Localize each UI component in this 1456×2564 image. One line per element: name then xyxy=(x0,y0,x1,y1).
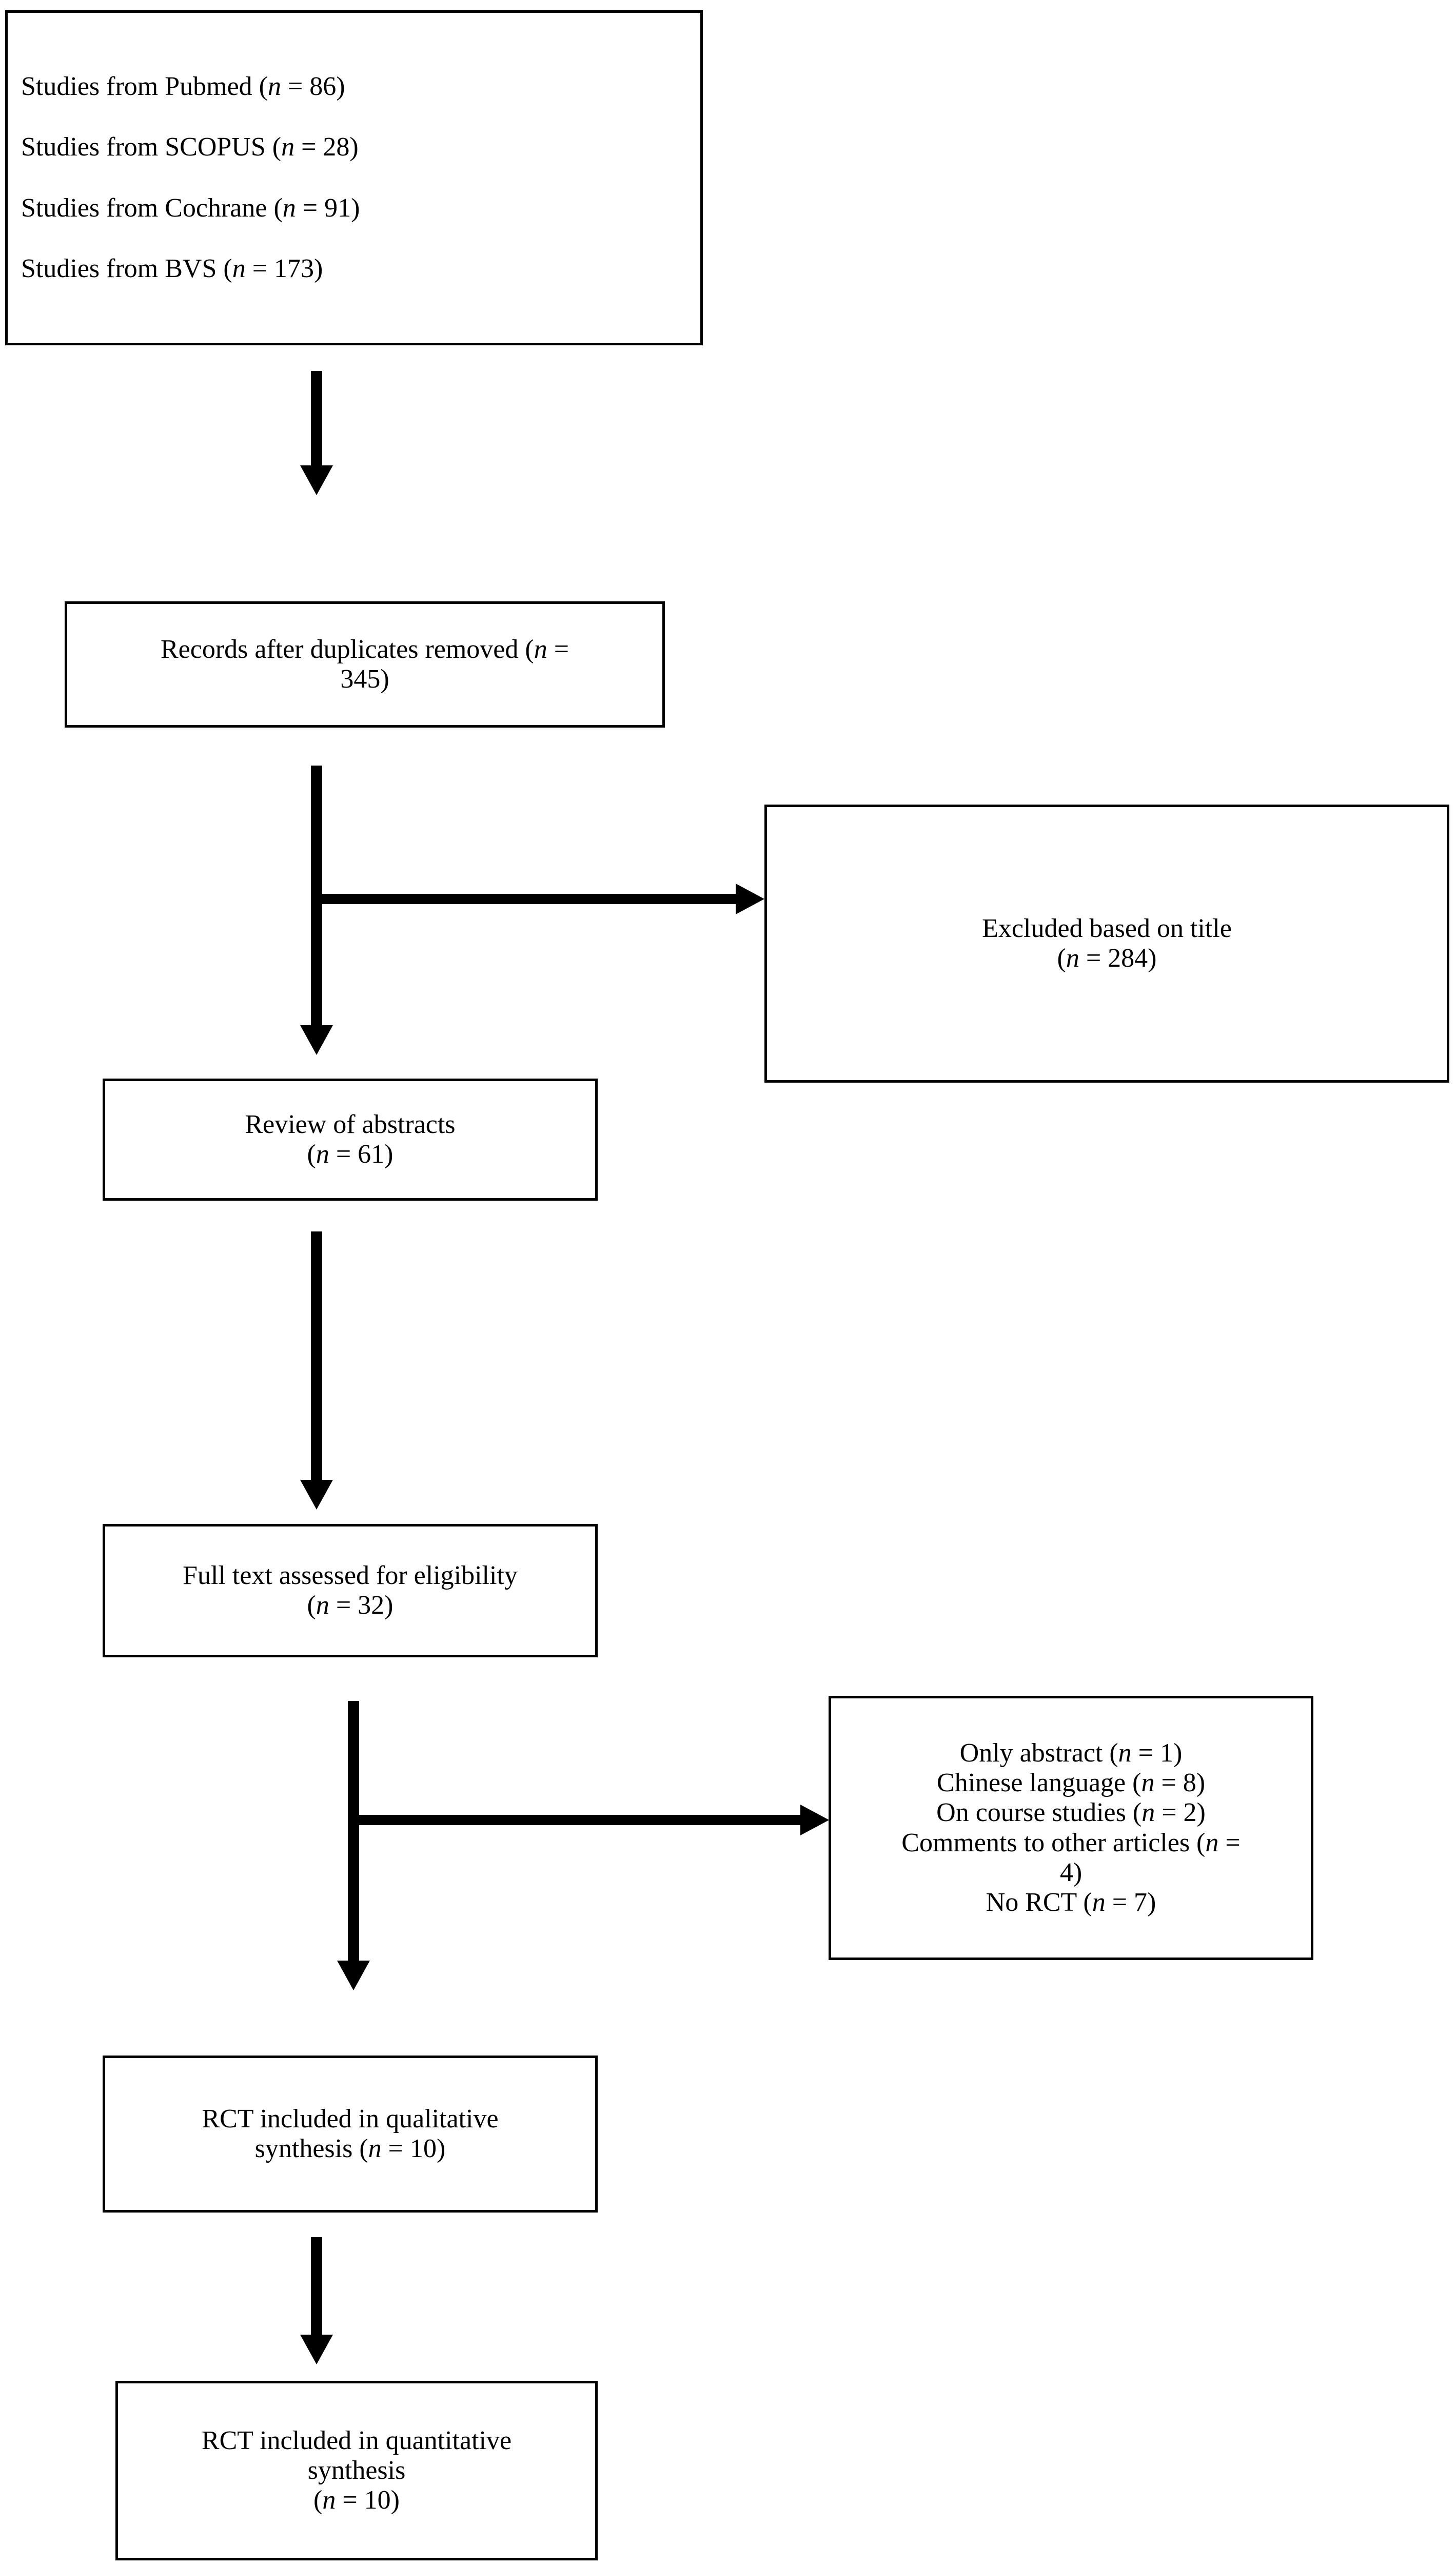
review-abstracts-line-2: (n = 61) xyxy=(307,1140,393,1169)
duplicates-line-2: 345) xyxy=(340,664,389,694)
arrow-sources-to-duplicates-shaft xyxy=(311,371,322,468)
exclude-reason-comments-a: Comments to other articles (n = xyxy=(901,1828,1241,1857)
source-line-bvs: Studies from BVS (n = 173) xyxy=(21,253,323,283)
exclude-reason-chinese-language: Chinese language (n = 8) xyxy=(936,1768,1206,1798)
box-rct-qualitative-synthesis: RCT included in qualitative synthesis (n… xyxy=(103,2056,598,2213)
full-text-line-1: Full text assessed for eligibility xyxy=(183,1560,518,1590)
arrow-duplicates-to-abstracts-shaft xyxy=(311,766,322,1028)
exclude-reason-only-abstract: Only abstract (n = 1) xyxy=(959,1738,1183,1768)
box-rct-quantitative-synthesis: RCT included in quantitative synthesis (… xyxy=(115,2381,598,2560)
arrow-fulltext-to-qualitative-head xyxy=(337,1961,370,1990)
source-line-scopus: Studies from SCOPUS (n = 28) xyxy=(21,132,359,162)
excluded-title-line-1: Excluded based on title xyxy=(982,913,1232,943)
full-text-line-2: (n = 32) xyxy=(307,1591,393,1620)
arrow-duplicates-to-excluded-title-shaft xyxy=(318,894,741,904)
excluded-title-line-2: (n = 284) xyxy=(1057,944,1157,973)
duplicates-line-1: Records after duplicates removed (n = xyxy=(160,634,569,664)
arrow-fulltext-to-excluded-shaft xyxy=(355,1815,805,1825)
arrow-fulltext-to-excluded-head xyxy=(800,1805,829,1835)
box-excluded-full-text-reasons: Only abstract (n = 1) Chinese language (… xyxy=(829,1696,1313,1960)
arrow-qualitative-to-quantitative-head xyxy=(300,2335,333,2364)
exclude-reason-on-course: On course studies (n = 2) xyxy=(936,1798,1206,1828)
arrow-qualitative-to-quantitative-shaft xyxy=(311,2237,322,2338)
arrow-duplicates-to-abstracts-head xyxy=(300,1025,333,1055)
quantitative-line-3: (n = 10) xyxy=(313,2485,400,2515)
arrow-abstracts-to-fulltext-shaft xyxy=(311,1231,322,1483)
arrow-duplicates-to-excluded-title-head xyxy=(736,884,764,914)
review-abstracts-line-1: Review of abstracts xyxy=(245,1109,456,1139)
box-identification-sources: Studies from Pubmed (n = 86) Studies fro… xyxy=(5,10,703,345)
box-excluded-based-on-title: Excluded based on title (n = 284) xyxy=(764,805,1449,1083)
arrow-sources-to-duplicates-head xyxy=(300,465,333,495)
box-records-after-duplicates: Records after duplicates removed (n = 34… xyxy=(65,601,665,728)
quantitative-line-1: RCT included in quantitative xyxy=(201,2425,512,2455)
qualitative-line-2: synthesis (n = 10) xyxy=(254,2134,446,2163)
exclude-reason-no-rct: No RCT (n = 7) xyxy=(986,1887,1156,1917)
qualitative-line-1: RCT included in qualitative xyxy=(202,2104,499,2134)
arrow-abstracts-to-fulltext-head xyxy=(300,1480,333,1510)
source-line-pubmed: Studies from Pubmed (n = 86) xyxy=(21,72,345,102)
source-line-cochrane: Studies from Cochrane (n = 91) xyxy=(21,193,360,223)
box-full-text-assessed: Full text assessed for eligibility (n = … xyxy=(103,1524,598,1657)
exclude-reason-comments-b: 4) xyxy=(1059,1857,1083,1887)
box-review-of-abstracts: Review of abstracts (n = 61) xyxy=(103,1079,598,1201)
quantitative-line-2: synthesis xyxy=(307,2455,406,2485)
arrow-fulltext-to-qualitative-shaft xyxy=(348,1701,359,1964)
